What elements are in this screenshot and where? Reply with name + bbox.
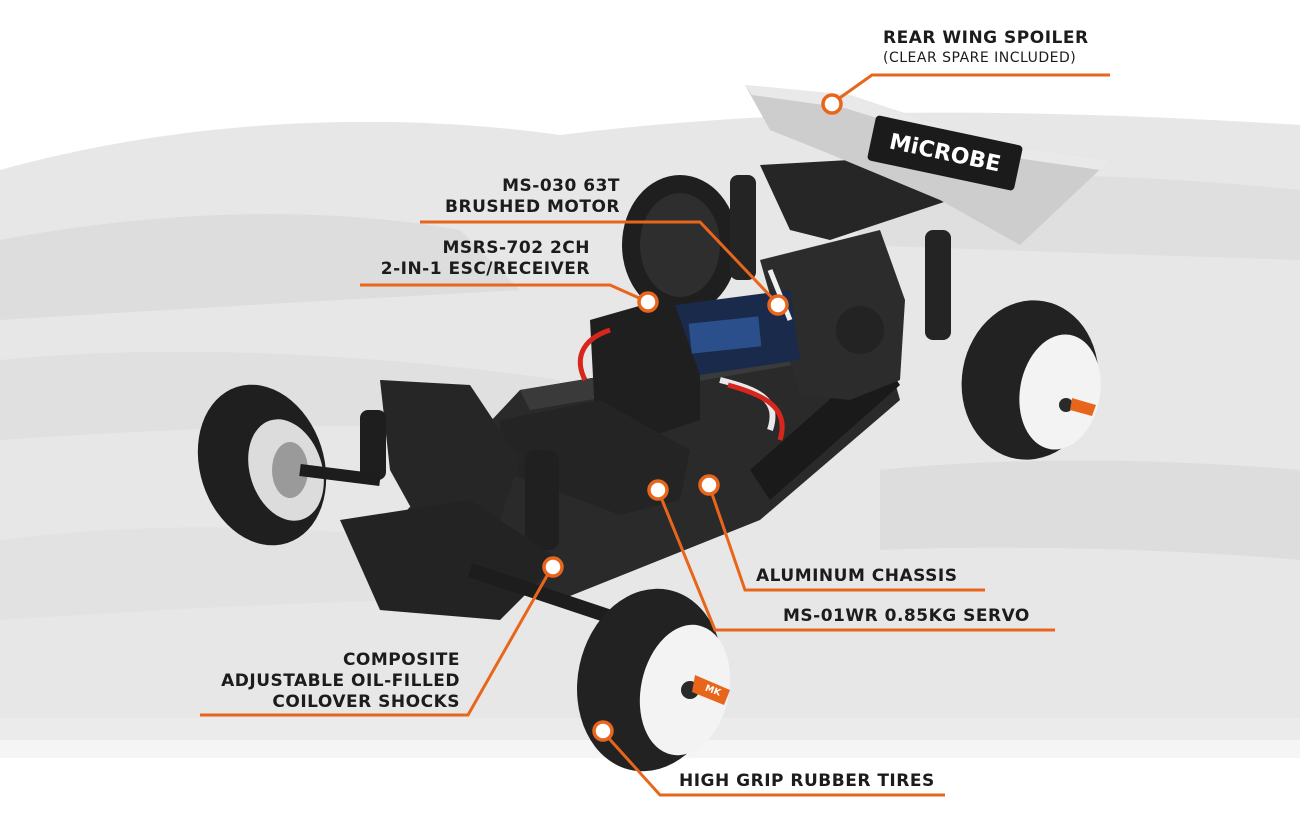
rear-shock-right xyxy=(925,230,951,340)
shocks-marker xyxy=(542,556,564,578)
shocks-leader xyxy=(200,566,554,717)
chassis-marker xyxy=(698,474,720,496)
front-right-wheel: MK xyxy=(577,588,731,772)
rear-wing-label: REAR WING SPOILER (CLEAR SPARE INCLUDED) xyxy=(883,28,1089,66)
rear-wing-leader xyxy=(833,73,1110,104)
rear-wing-marker xyxy=(821,93,843,115)
tires-leader xyxy=(602,731,945,797)
rear-shock-left xyxy=(730,175,756,280)
servo-leader xyxy=(656,489,1055,632)
esc-leader xyxy=(360,283,649,304)
tires-marker xyxy=(592,720,614,742)
motor-leader xyxy=(420,220,778,304)
front-bumper xyxy=(340,500,560,620)
front-shock xyxy=(525,450,559,550)
servo-marker xyxy=(647,479,669,501)
chassis-label: ALUMINUM CHASSIS xyxy=(756,566,958,586)
esc-receiver xyxy=(577,269,800,441)
front-left-wheel xyxy=(197,384,327,546)
esc-marker xyxy=(637,291,659,313)
servo-label: MS-01WR 0.85KG SERVO xyxy=(783,606,1030,626)
motor-marker xyxy=(767,294,789,316)
rear-left-wheel xyxy=(622,175,738,315)
rear-right-wheel xyxy=(961,300,1101,460)
tires-label: HIGH GRIP RUBBER TIRES xyxy=(679,771,935,791)
chassis-leader xyxy=(707,484,985,592)
esc-label: MSRS-702 2CH 2-IN-1 ESC/RECEIVER xyxy=(380,238,590,279)
motor-label: MS-030 63T BRUSHED MOTOR xyxy=(445,176,620,217)
shocks-label: COMPOSITE ADJUSTABLE OIL-FILLED COILOVER… xyxy=(221,650,460,712)
